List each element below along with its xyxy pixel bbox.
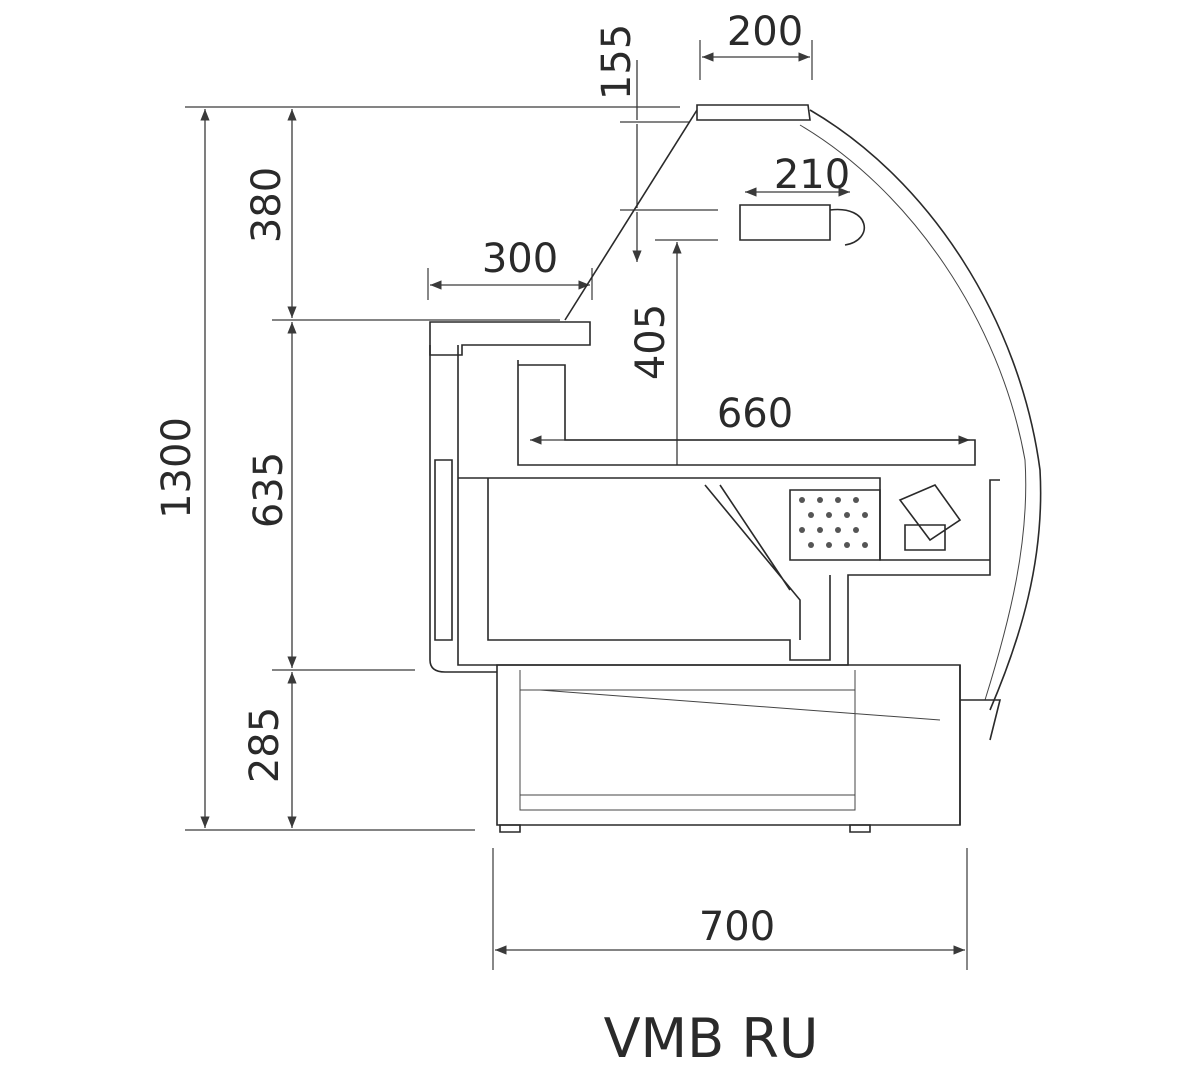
feet [499, 824, 871, 833]
base-frame [496, 664, 961, 826]
handle [434, 459, 453, 641]
label-380: 380 [244, 167, 290, 243]
top-canopy [696, 104, 811, 121]
label-285: 285 [242, 707, 288, 783]
side-glass [564, 109, 698, 321]
fan [898, 484, 962, 551]
lamp [739, 204, 866, 246]
label-1300: 1300 [154, 417, 200, 519]
label-635: 635 [246, 452, 292, 528]
display-deck [517, 360, 976, 466]
front-kick [959, 665, 1002, 825]
rear-panel [429, 345, 497, 673]
label-210: 210 [774, 152, 850, 198]
label-700: 700 [699, 904, 775, 950]
curved-glass [809, 109, 1042, 711]
evaporator-holes [799, 497, 868, 548]
label-300: 300 [482, 236, 558, 282]
dimension-lines [200, 52, 970, 955]
evaporator [789, 489, 881, 561]
display-case-outline [429, 104, 1042, 833]
model-title: VMB RU [604, 1007, 819, 1070]
extension-lines [185, 40, 968, 970]
service-shelf [429, 321, 591, 356]
label-405: 405 [628, 304, 674, 380]
label-155: 155 [594, 24, 640, 100]
label-660: 660 [717, 391, 793, 437]
label-200: 200 [727, 9, 803, 55]
